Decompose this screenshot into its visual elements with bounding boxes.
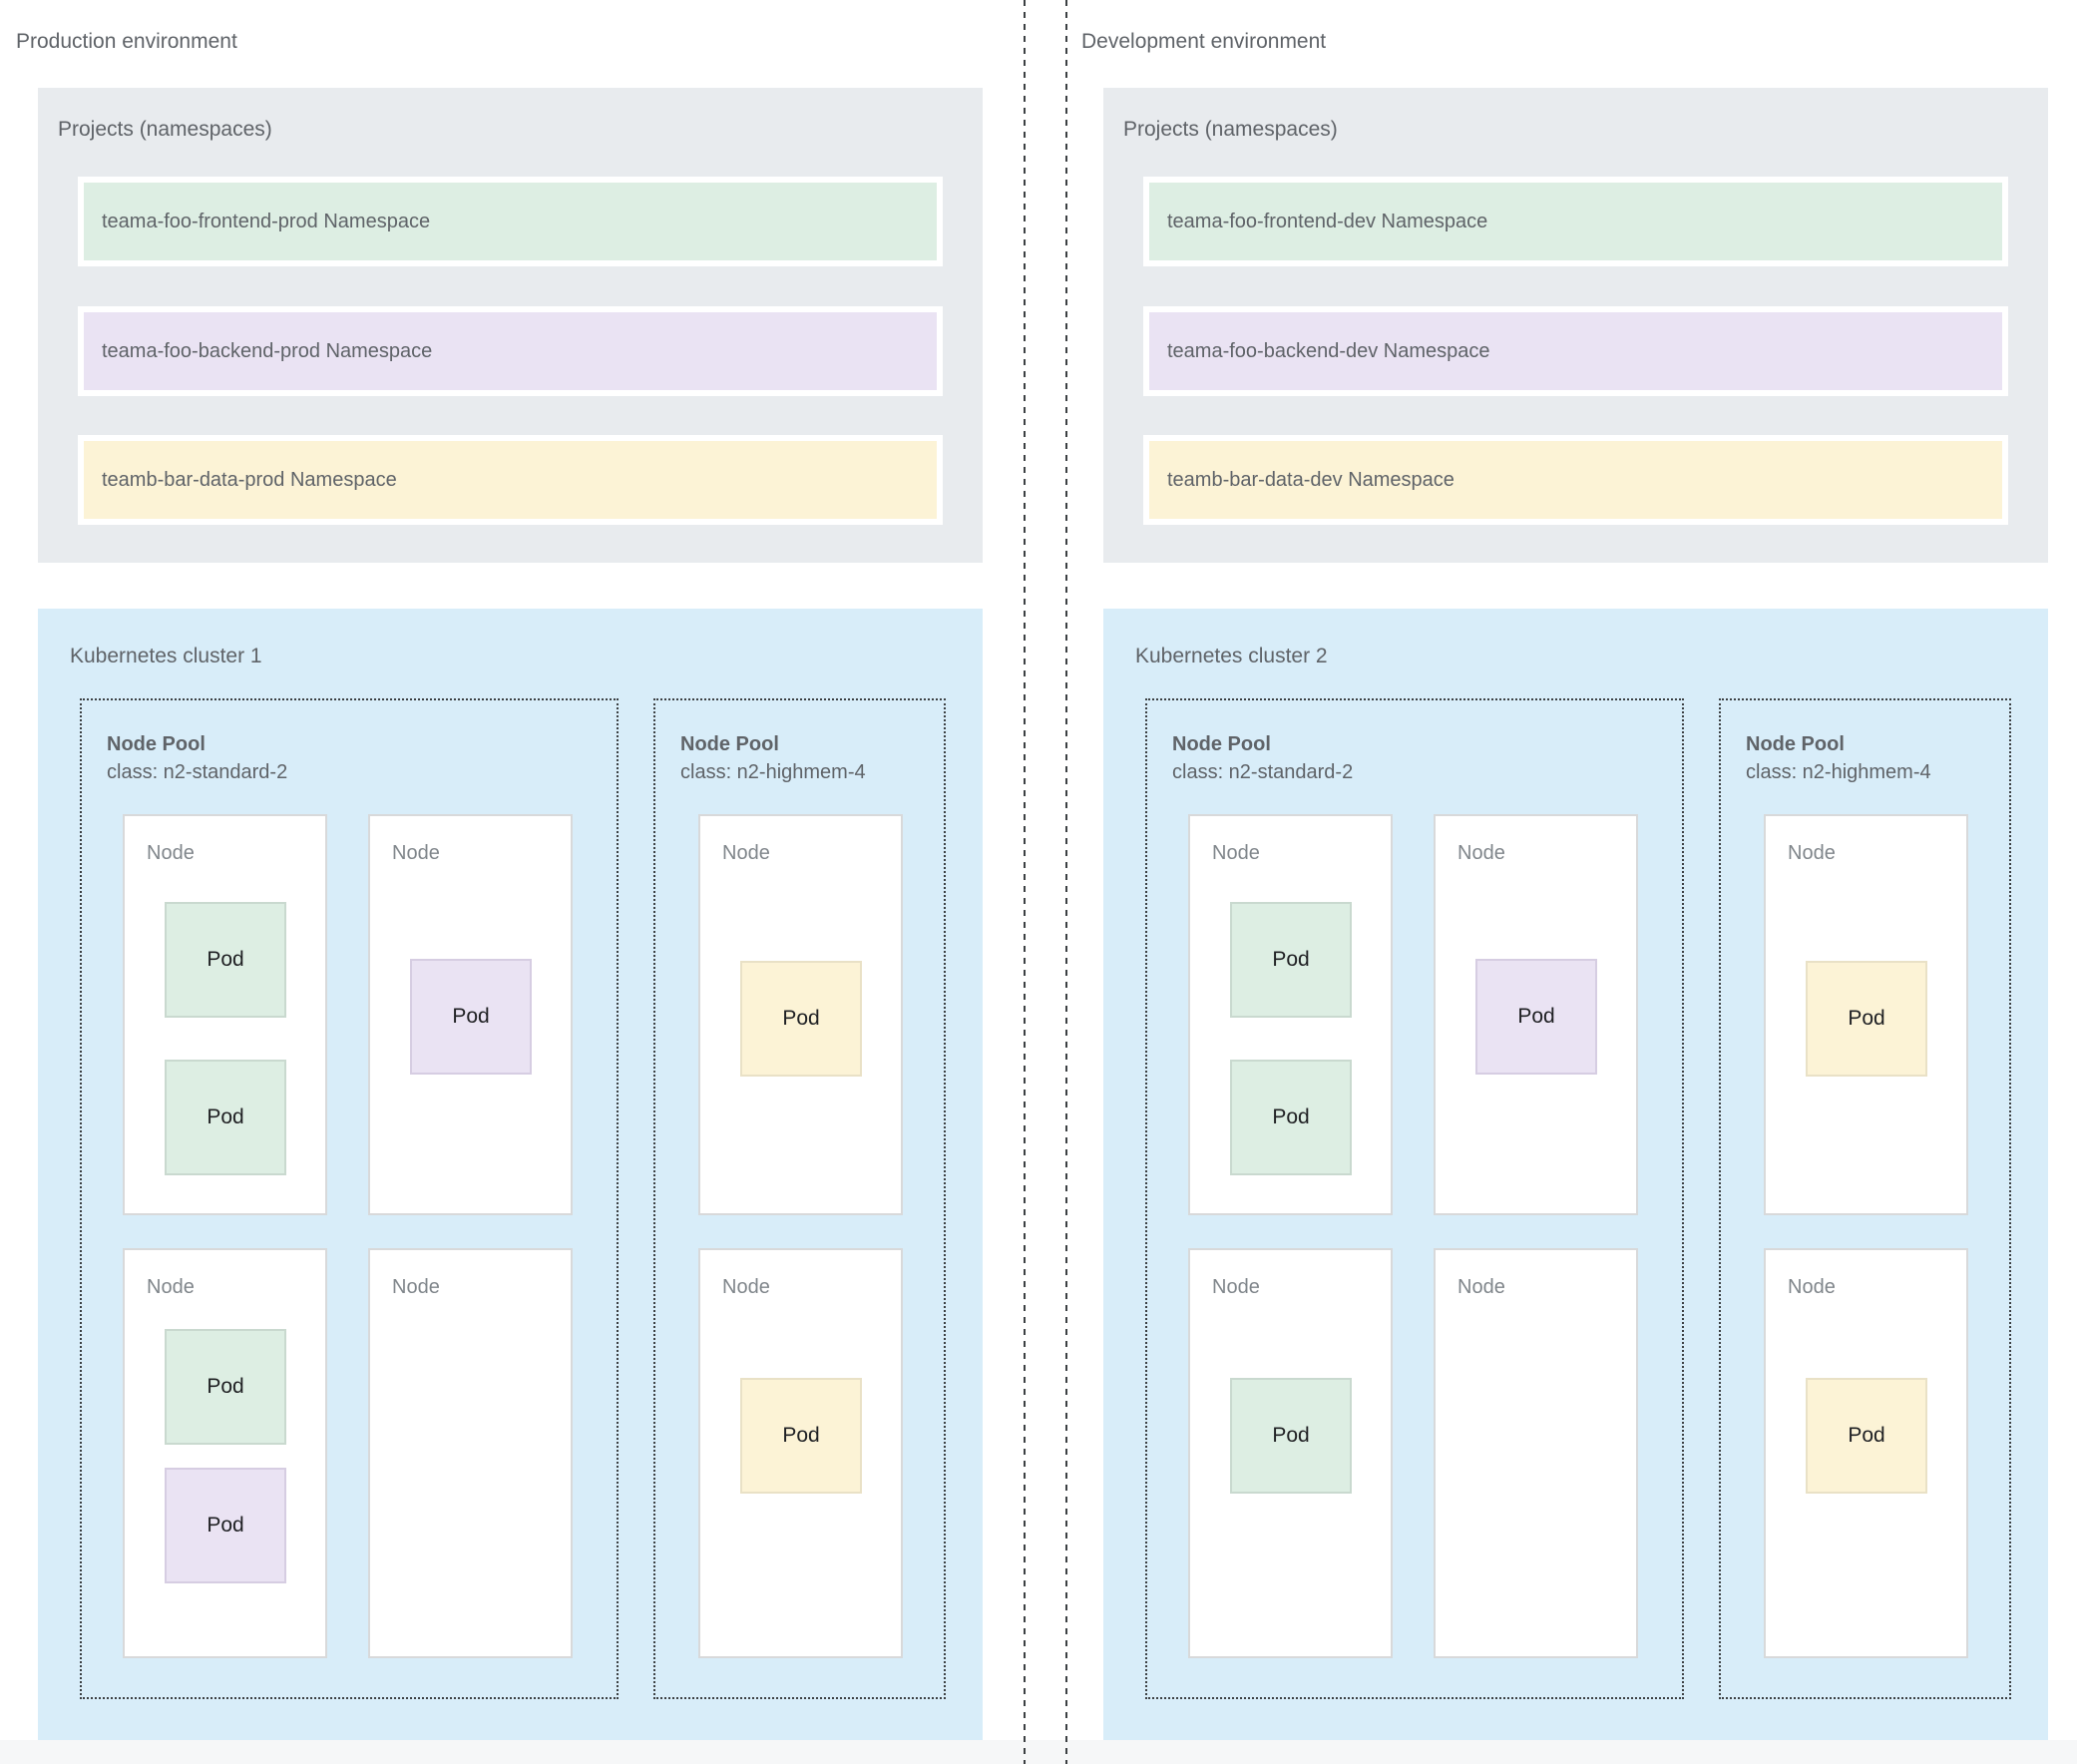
cluster-title: Kubernetes cluster 2 [1135,645,1328,667]
node-label: Node [147,1276,195,1298]
node-pool-title: Node Pool [680,733,779,755]
node-box: Node [1434,1248,1638,1658]
projects-box-title: Projects (namespaces) [58,118,272,141]
node-pool-class-label: class: n2-highmem-4 [680,761,866,783]
node-pool-class-label: class: n2-standard-2 [107,761,288,783]
pod-box: Pod [1475,959,1597,1075]
pod-box: Pod [410,959,532,1075]
projects-namespaces-box: Projects (namespaces) teama-foo-frontend-… [38,88,983,563]
pod-box: Pod [1230,902,1352,1018]
namespace-label: teamb-bar-data-dev Namespace [1167,468,1454,491]
namespace-bar: teamb-bar-data-prod Namespace [78,435,943,525]
namespace-bar: teamb-bar-data-dev Namespace [1143,435,2008,525]
node-label: Node [722,1276,770,1298]
environment-label: Production environment [16,30,237,53]
node-pool-class-label: class: n2-standard-2 [1172,761,1354,783]
pod-box: Pod [165,902,286,1018]
node-label: Node [392,1276,440,1298]
node-label: Node [1788,842,1836,864]
node-label: Node [392,842,440,864]
node-pool-title: Node Pool [107,733,206,755]
node-box: Node [368,1248,573,1658]
node-pool-header: Node Pool class: n2-highmem-4 [1746,730,1931,786]
namespace-bar: teama-foo-backend-prod Namespace [78,306,943,396]
environment-divider-line-1 [1024,0,1026,1764]
node-pool-title: Node Pool [1746,733,1845,755]
pod-box: Pod [165,1060,286,1175]
pod-box: Pod [1230,1060,1352,1175]
node-pool-title: Node Pool [1172,733,1271,755]
namespace-bar: teama-foo-backend-dev Namespace [1143,306,2008,396]
cluster-title: Kubernetes cluster 1 [70,645,262,667]
projects-namespaces-box: Projects (namespaces) teama-foo-frontend-… [1103,88,2048,563]
node-label: Node [1457,842,1505,864]
pod-box: Pod [1230,1378,1352,1494]
page-bottom-strip [0,1740,2077,1764]
pod-box: Pod [740,1378,862,1494]
namespace-label: teama-foo-frontend-prod Namespace [102,210,431,232]
node-pool-header: Node Pool class: n2-highmem-4 [680,730,866,786]
environment-label: Development environment [1081,30,1327,53]
namespace-label: teama-foo-frontend-dev Namespace [1167,210,1488,232]
namespace-bar: teama-foo-frontend-dev Namespace [1143,177,2008,266]
pod-box: Pod [1806,961,1927,1077]
kubernetes-cluster-box: Kubernetes cluster 2 Node Pool class: n2-s… [1103,609,2048,1740]
projects-box-title: Projects (namespaces) [1123,118,1338,141]
node-label: Node [1212,1276,1260,1298]
namespace-bar: teama-foo-frontend-prod Namespace [78,177,943,266]
pod-box: Pod [165,1468,286,1583]
environment-divider-line-2 [1065,0,1067,1764]
node-label: Node [1788,1276,1836,1298]
namespace-label: teama-foo-backend-dev Namespace [1167,339,1490,362]
node-label: Node [1457,1276,1505,1298]
node-pool-header: Node Pool class: n2-standard-2 [1172,730,1353,786]
node-label: Node [1212,842,1260,864]
namespace-label: teama-foo-backend-prod Namespace [102,339,433,362]
node-label: Node [722,842,770,864]
namespace-label: teamb-bar-data-prod Namespace [102,468,397,491]
node-label: Node [147,842,195,864]
pod-box: Pod [165,1329,286,1445]
node-pool-class-label: class: n2-highmem-4 [1746,761,1931,783]
node-pool-header: Node Pool class: n2-standard-2 [107,730,287,786]
pod-box: Pod [1806,1378,1927,1494]
kubernetes-cluster-box: Kubernetes cluster 1 Node Pool class: n2-s… [38,609,983,1740]
pod-box: Pod [740,961,862,1077]
